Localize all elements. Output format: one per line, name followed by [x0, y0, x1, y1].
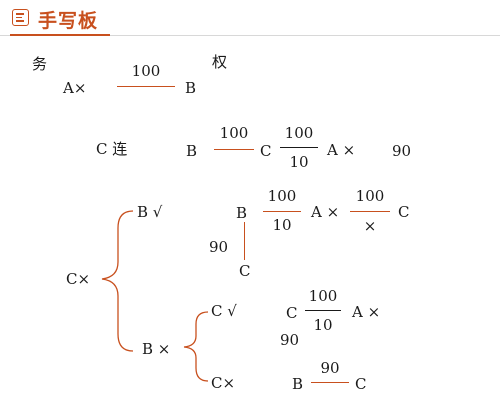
header-divider [0, 35, 500, 36]
header: 手写板 [0, 0, 500, 38]
branch-c-cross-label: C× [211, 374, 236, 392]
branch-c-cross-num: 90 [320, 359, 340, 377]
row1-left: A× [63, 79, 87, 97]
row2-frac-num: 100 [284, 124, 314, 142]
page-title: 手写板 [38, 10, 99, 32]
row1-right: B [185, 79, 197, 97]
row2-num1: 100 [219, 124, 249, 142]
label-quan: 权 [212, 53, 228, 71]
label-wu: 务 [32, 55, 48, 73]
branch-c-check-frac-num: 100 [308, 287, 338, 305]
branch-c-check-frac-bar [305, 310, 341, 311]
branch-b-check-ninety: 90 [209, 238, 229, 256]
row1-num: 100 [131, 62, 161, 80]
branch-b-check-c-right: C [398, 203, 410, 221]
branch-c-cross-line [311, 382, 349, 384]
branch-c-cross-b: B [292, 375, 304, 393]
branch-b-check-frac1-num: 100 [267, 187, 297, 205]
branch-b-cross-label: B × [142, 340, 171, 358]
branch-c-check-frac-den: 10 [313, 316, 333, 334]
branch-c-check-label: C √ [211, 302, 237, 320]
notes-icon[interactable] [12, 9, 29, 26]
root-node: C× [66, 270, 91, 288]
branch-b-check-frac2-bar [350, 211, 390, 213]
branch-b-check-frac1-den: 10 [272, 216, 292, 234]
row2-b: B [186, 142, 198, 160]
row2-ninety: 90 [392, 142, 412, 160]
branch-c-check-ninety: 90 [280, 331, 300, 349]
branch-c-check-ax: A × [352, 303, 381, 321]
row2-frac-bar [280, 147, 318, 148]
branch-b-check-ax: A × [311, 203, 340, 221]
branch-c-check-c: C [286, 304, 298, 322]
branch-b-check-vline [244, 222, 246, 260]
branch-b-check-frac2-den: × [363, 217, 377, 235]
branch-b-check-frac2-num: 100 [355, 187, 385, 205]
branch-b-check-frac1-bar [263, 211, 301, 213]
branch-b-check-b: B [236, 204, 248, 222]
branch-b-check-c-below: C [239, 262, 251, 280]
branch-b-check-label: B √ [137, 203, 163, 221]
row2-c: C [260, 142, 272, 160]
row2-line1 [214, 149, 254, 151]
row2-ax: A × [327, 141, 356, 159]
row2-lead: C 连 [96, 140, 128, 158]
row1-arrow-line [117, 86, 175, 88]
row2-frac-den: 10 [289, 153, 309, 171]
title-underline [10, 34, 110, 36]
branch-c-cross-c: C [355, 375, 367, 393]
